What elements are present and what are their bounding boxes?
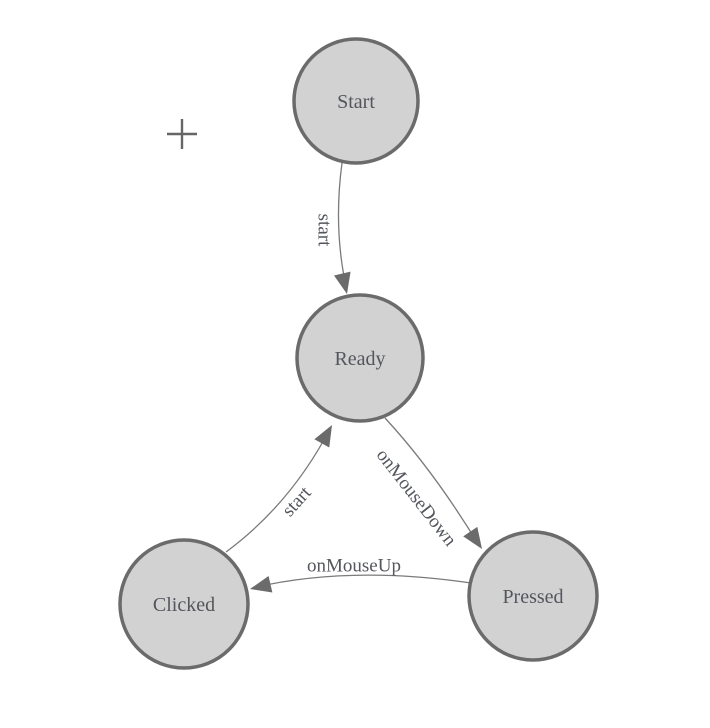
transition-edge-ready-to-pressed[interactable] bbox=[384, 417, 481, 548]
state-node-ready[interactable] bbox=[295, 293, 425, 423]
state-node-clicked[interactable] bbox=[118, 538, 250, 670]
state-node-pressed[interactable] bbox=[467, 530, 599, 662]
edge-label-start-to-ready: start bbox=[313, 214, 334, 247]
edge-label-clicked-to-ready: start bbox=[278, 482, 316, 521]
transition-edge-clicked-to-ready[interactable] bbox=[225, 426, 332, 553]
edge-label-ready-to-pressed: onMouseDown bbox=[372, 445, 461, 551]
state-node-label-pressed: Pressed bbox=[502, 586, 563, 608]
arrowhead-icon-pressed-to-clicked bbox=[250, 575, 273, 593]
state-node-label-start: Start bbox=[337, 91, 375, 113]
arrowhead-icon-clicked-to-ready bbox=[314, 425, 332, 448]
transition-edge-start-to-ready[interactable] bbox=[337, 162, 348, 292]
arrowhead-icon-ready-to-pressed bbox=[463, 526, 482, 549]
arrowhead-icon-start-to-ready bbox=[333, 271, 351, 294]
state-node-label-ready: Ready bbox=[334, 348, 385, 370]
edge-label-pressed-to-clicked: onMouseUp bbox=[307, 556, 401, 577]
transition-edge-pressed-to-clicked[interactable] bbox=[251, 574, 472, 589]
state-node-start[interactable] bbox=[292, 37, 420, 165]
state-node-label-clicked: Clicked bbox=[153, 594, 215, 616]
